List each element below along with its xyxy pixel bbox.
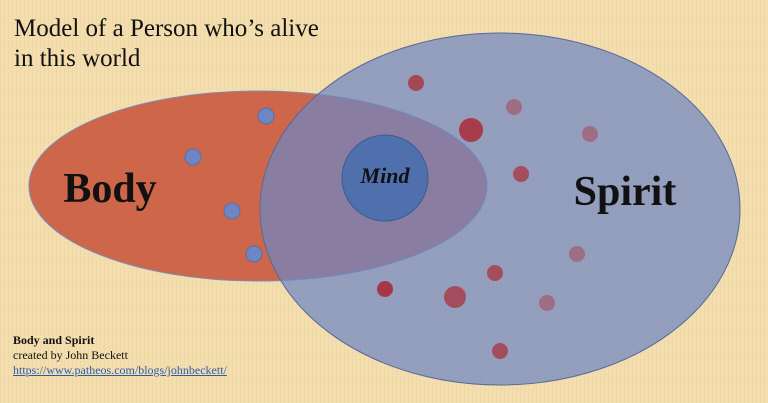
blue-dot bbox=[184, 148, 202, 166]
red-dot bbox=[513, 166, 529, 182]
red-dot bbox=[444, 286, 466, 308]
blue-dot bbox=[257, 107, 275, 125]
caption-title: Body and Spirit bbox=[13, 333, 95, 347]
caption-credit: created by John Beckett bbox=[13, 348, 128, 362]
diagram-title: Model of a Person who’s alive in this wo… bbox=[14, 15, 319, 72]
red-dot bbox=[492, 343, 508, 359]
red-dot bbox=[408, 75, 424, 91]
mind-label: Mind bbox=[360, 163, 411, 188]
caption-link[interactable]: https://www.patheos.com/blogs/johnbecket… bbox=[13, 363, 227, 377]
mind-circle bbox=[341, 134, 429, 222]
red-dot bbox=[582, 126, 598, 142]
caption: Body and Spirit created by John Beckett … bbox=[13, 333, 227, 378]
red-dot bbox=[569, 246, 585, 262]
blue-dot bbox=[245, 245, 263, 263]
red-dot bbox=[459, 118, 483, 142]
blue-dot bbox=[223, 202, 241, 220]
body-label: Body bbox=[63, 166, 156, 212]
red-dot bbox=[539, 295, 555, 311]
spirit-label: Spirit bbox=[574, 169, 677, 215]
spirit-ellipse bbox=[259, 32, 741, 386]
red-dot bbox=[377, 281, 393, 297]
red-dot bbox=[506, 99, 522, 115]
red-dot bbox=[487, 265, 503, 281]
